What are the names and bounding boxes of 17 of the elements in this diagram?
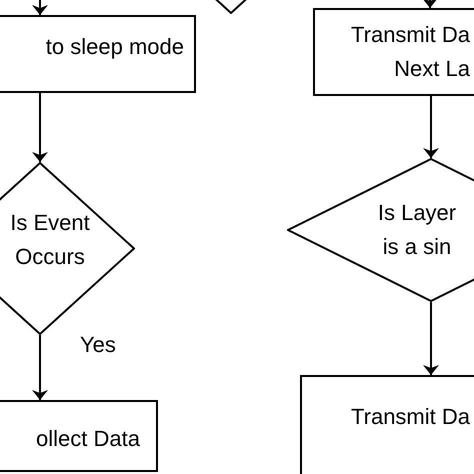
node-text: Transmit Da <box>350 403 470 431</box>
node-text: Transmit Da Next La <box>350 21 470 83</box>
node-text: ollect Data <box>35 425 140 453</box>
arrow <box>32 335 48 400</box>
node-text: Is Event Occurs <box>9 209 91 271</box>
arrow <box>422 0 438 8</box>
arrow <box>423 302 439 375</box>
arrow <box>423 96 439 158</box>
node-text: to sleep mode <box>44 33 184 61</box>
process-box <box>300 375 474 474</box>
process-box <box>0 400 158 472</box>
decision-diamond <box>0 162 135 335</box>
node-text: Is Layer is a sin <box>376 199 458 261</box>
arrow <box>32 0 48 15</box>
process-box <box>0 15 196 93</box>
arrow <box>32 93 48 162</box>
process-box <box>313 8 474 96</box>
